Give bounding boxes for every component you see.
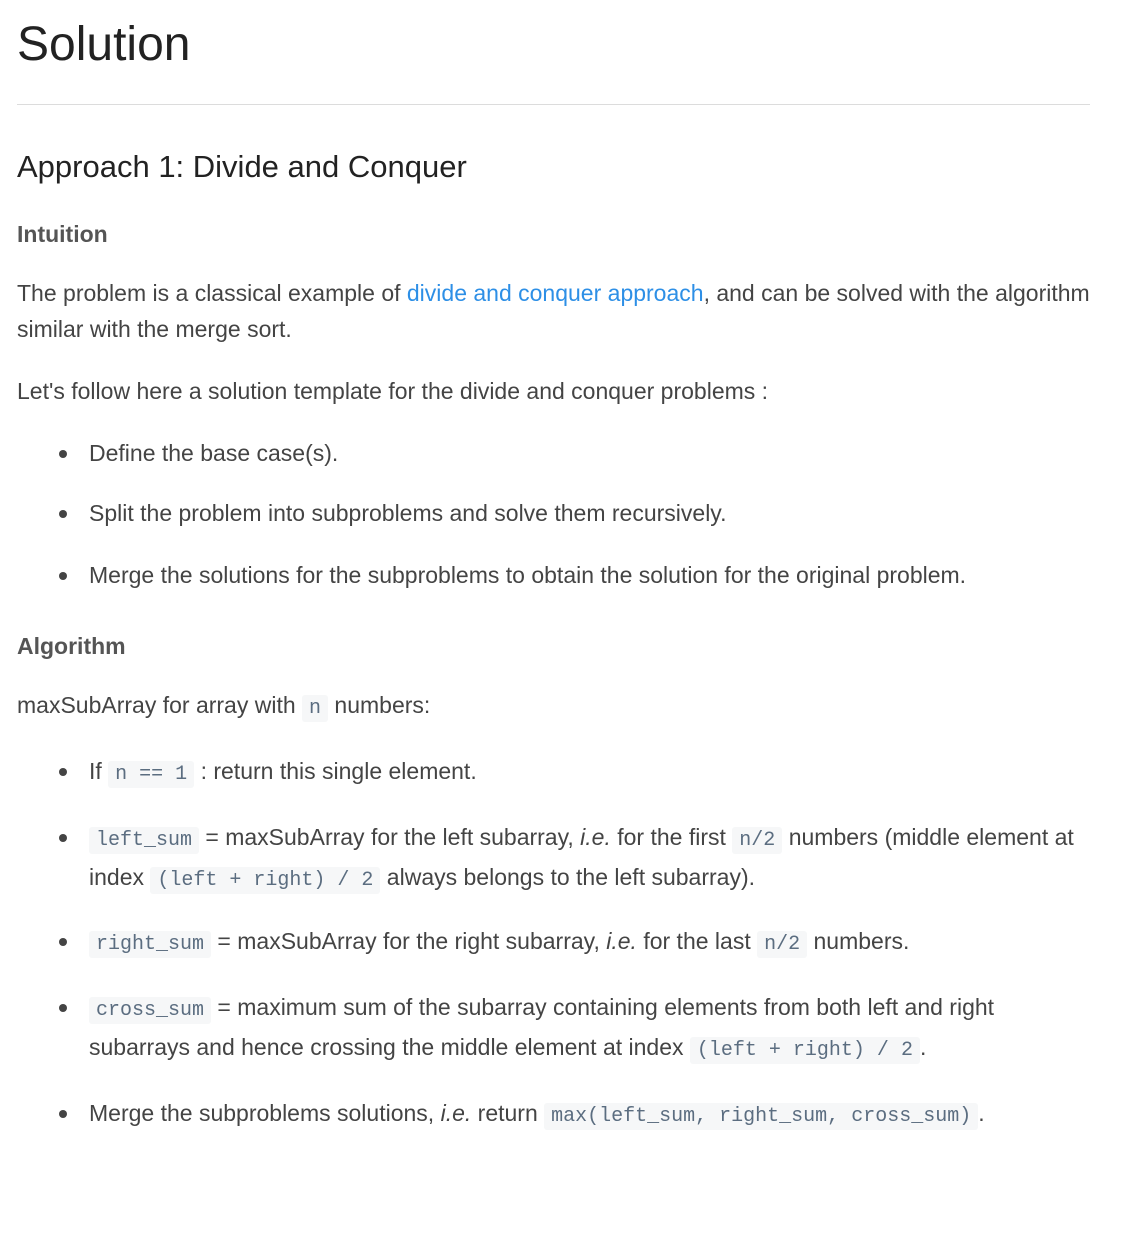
template-list: Define the base case(s). Split the probl… <box>17 435 1090 593</box>
intuition-paragraph-1: The problem is a classical example of di… <box>17 280 1090 342</box>
inline-code: left_sum <box>89 827 200 854</box>
list-item: right_sum = maxSubArray for the right su… <box>17 923 1090 963</box>
intuition-heading: Intuition <box>17 221 108 247</box>
list-item: Split the problem into subproblems and s… <box>17 495 1090 531</box>
list-item: Merge the subproblems solutions, i.e. re… <box>17 1095 1090 1135</box>
approach-heading: Approach 1: Divide and Conquer <box>17 149 467 184</box>
title-divider <box>17 104 1090 105</box>
algorithm-heading: Algorithm <box>17 633 126 659</box>
list-item: cross_sum = maximum sum of the subarray … <box>17 989 1090 1069</box>
page-title: Solution <box>17 18 191 71</box>
divide-and-conquer-link[interactable]: divide and conquer approach <box>406 280 704 306</box>
inline-code: n <box>302 695 329 722</box>
inline-code: n == 1 <box>108 761 195 788</box>
algorithm-intro: maxSubArray for array with n numbers: <box>17 692 431 722</box>
algorithm-steps: If n == 1 : return this single element. … <box>17 753 1090 1135</box>
inline-code: (left + right) / 2 <box>689 1037 920 1064</box>
list-item: left_sum = maxSubArray for the left suba… <box>17 819 1090 899</box>
list-item: Define the base case(s). <box>17 435 1090 471</box>
list-item: Merge the solutions for the subproblems … <box>17 557 1090 593</box>
inline-code: cross_sum <box>89 997 212 1024</box>
inline-code: right_sum <box>89 931 212 958</box>
list-item: If n == 1 : return this single element. <box>17 753 1090 793</box>
intuition-paragraph-2: Let's follow here a solution template fo… <box>17 378 769 404</box>
inline-code: n/2 <box>732 827 783 854</box>
article: Solution Approach 1: Divide and Conquer … <box>17 18 1090 1135</box>
inline-code: (left + right) / 2 <box>150 867 381 894</box>
inline-code: max(left_sum, right_sum, cross_sum) <box>544 1103 979 1130</box>
inline-code: n/2 <box>757 931 808 958</box>
